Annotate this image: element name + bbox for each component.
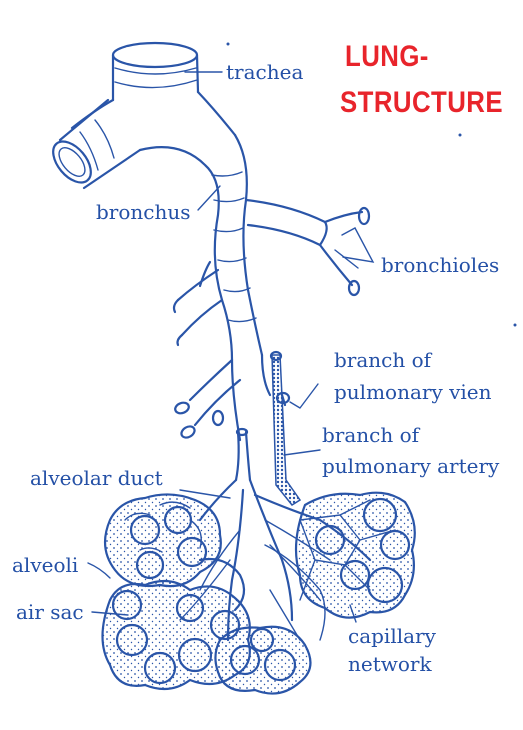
label-bronchus: bronchus <box>96 200 191 224</box>
pulmonary-vessels <box>234 350 302 506</box>
capillary-network-cluster <box>264 491 416 641</box>
label-capillary-line1: capillary <box>348 624 436 648</box>
label-artery-line1: branch of <box>322 423 420 447</box>
label-trachea: trachea <box>226 60 304 84</box>
label-bronchioles: bronchioles <box>381 253 500 277</box>
label-capillary-line2: network <box>348 652 432 676</box>
alveoli-cluster-left <box>103 493 222 588</box>
diagram-title-line1: LUNG- <box>345 40 429 73</box>
label-alveolar-duct: alveolar duct <box>30 466 163 490</box>
label-alveoli: alveoli <box>12 553 79 577</box>
label-vein-line1: branch of <box>334 348 432 372</box>
leader-lines <box>87 42 517 623</box>
diagram-title-line2: STRUCTURE <box>340 86 503 119</box>
label-artery-line2: pulmonary artery <box>322 454 500 478</box>
bronchus-trunk <box>138 133 264 362</box>
bronchioles-lower-left <box>174 358 242 442</box>
label-vein-line2: pulmonary vien <box>334 380 492 404</box>
bronchioles-upper-right <box>244 198 371 297</box>
label-air-sac: air sac <box>16 600 84 624</box>
branch-left-mid <box>172 260 224 347</box>
alveoli-cluster-bottom <box>214 625 312 695</box>
trachea-tube <box>52 41 237 190</box>
